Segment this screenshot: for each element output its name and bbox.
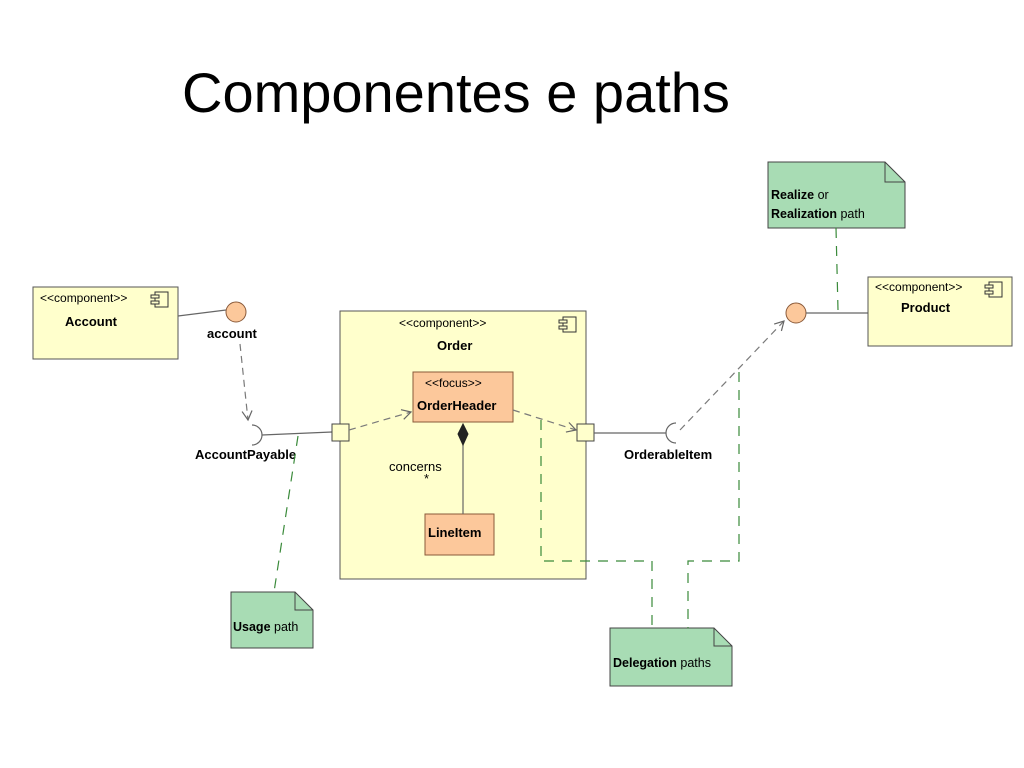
order-name: Order: [437, 338, 472, 353]
delegation-note-anchor-right: [687, 372, 740, 628]
delegation-note[interactable]: Delegation paths: [609, 627, 733, 687]
realize-note-anchor: [835, 227, 839, 311]
product-name: Product: [901, 300, 951, 315]
delegation-dependency-left: [348, 409, 413, 431]
usage-note-anchor: [273, 435, 299, 593]
association-role: concerns: [389, 459, 442, 474]
association-multiplicity: *: [424, 471, 429, 486]
realization-dependency: [679, 320, 785, 431]
realize-note-text1: or: [814, 188, 829, 202]
svg-text:Delegation paths: Delegation paths: [613, 656, 711, 670]
component-icon: [150, 291, 169, 308]
order-stereotype: <<component>>: [399, 316, 486, 330]
orderable-item-socket[interactable]: [665, 422, 677, 444]
account-interface-label: account: [207, 326, 258, 341]
usage-note-bold: Usage: [233, 620, 271, 634]
line-item-class[interactable]: LineItem: [424, 513, 495, 556]
product-component[interactable]: <<component>> Product: [867, 276, 1013, 347]
account-component[interactable]: <<component>> Account: [32, 286, 179, 360]
order-header-class[interactable]: <<focus>> OrderHeader: [412, 371, 514, 423]
realize-note[interactable]: Realize or Realization path: [767, 161, 906, 229]
svg-text:Realization path: Realization path: [771, 207, 865, 221]
delegation-note-bold: Delegation: [613, 656, 677, 670]
realize-note-text2: path: [837, 207, 865, 221]
order-header-name: OrderHeader: [417, 398, 496, 413]
product-stereotype: <<component>>: [875, 280, 962, 294]
right-port[interactable]: [576, 423, 595, 442]
line-item-name: LineItem: [428, 525, 481, 540]
account-payable-line: [261, 431, 333, 436]
svg-text:Usage path: Usage path: [233, 620, 298, 634]
account-interface-ball[interactable]: [225, 301, 247, 323]
account-payable-socket[interactable]: [251, 424, 263, 446]
account-stereotype: <<component>>: [40, 291, 127, 305]
realize-note-bold2: Realization: [771, 207, 837, 221]
usage-note-text: path: [271, 620, 299, 634]
svg-text:Realize or: Realize or: [771, 188, 829, 202]
left-port[interactable]: [331, 423, 350, 442]
orderable-item-label: OrderableItem: [624, 447, 712, 462]
account-name: Account: [65, 314, 118, 329]
order-header-stereotype: <<focus>>: [425, 376, 482, 390]
account-payable-label: AccountPayable: [195, 447, 296, 462]
usage-note[interactable]: Usage path: [230, 591, 314, 649]
component-icon: [984, 281, 1003, 298]
component-icon: [558, 316, 577, 333]
realize-note-bold1: Realize: [771, 188, 814, 202]
usage-dependency: [239, 343, 253, 422]
delegation-note-text: paths: [677, 656, 711, 670]
composition-diamond: [457, 422, 469, 447]
account-interface-line: [177, 309, 227, 317]
product-interface-ball[interactable]: [785, 302, 807, 324]
slide-title: Componentes e paths: [182, 61, 730, 124]
